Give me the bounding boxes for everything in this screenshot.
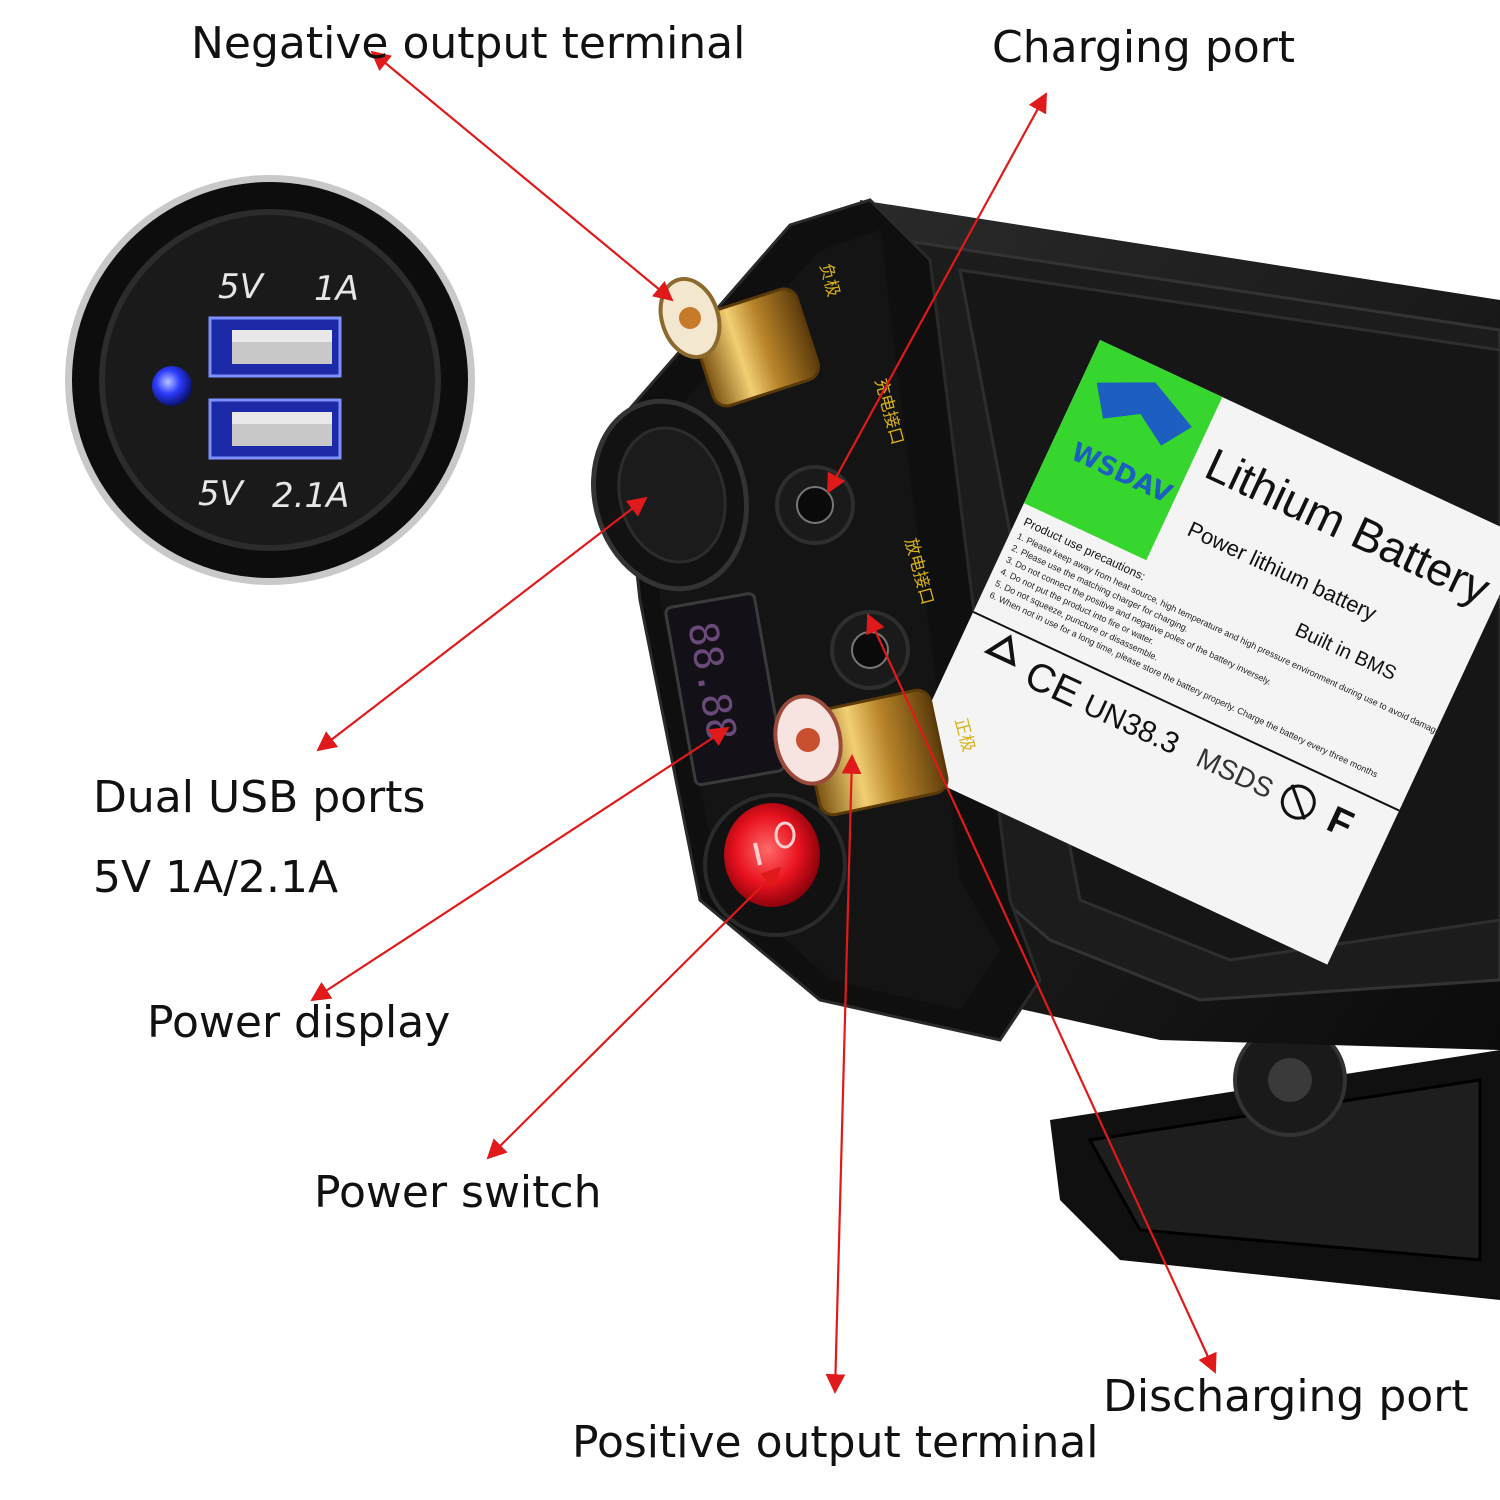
usb-top-current: 1A bbox=[314, 269, 359, 309]
arrow-power-display bbox=[310, 726, 730, 1002]
bin-icon bbox=[1280, 784, 1316, 820]
charging-port bbox=[775, 465, 855, 545]
usb-port-icon bbox=[208, 398, 342, 460]
arrow-power-switch bbox=[486, 866, 782, 1160]
callout-dual-usb-title: Dual USB ports bbox=[93, 772, 426, 823]
arrow-positive-terminal bbox=[825, 754, 862, 1394]
negative-terminal bbox=[658, 276, 820, 408]
callout-charging-port: Charging port bbox=[992, 22, 1296, 73]
callout-negative-terminal: Negative output terminal bbox=[191, 18, 746, 69]
callout-discharging-port: Discharging port bbox=[1103, 1371, 1469, 1422]
brand-logo-block bbox=[1023, 340, 1223, 561]
usb-bottom-current: 2.1A bbox=[272, 476, 349, 516]
callout-power-display: Power display bbox=[147, 997, 451, 1048]
callout-positive-terminal: Positive output terminal bbox=[572, 1417, 1099, 1468]
arrow-dual-usb bbox=[316, 496, 648, 752]
arrow-charging-port bbox=[827, 92, 1047, 494]
leader-arrows bbox=[310, 50, 1217, 1394]
power-display: 88.88 bbox=[664, 592, 786, 787]
usb-top-voltage: 5V bbox=[218, 267, 266, 307]
arrow-discharging-port bbox=[866, 613, 1217, 1374]
callout-power-switch: Power switch bbox=[314, 1167, 602, 1218]
usb-zoom-inset: 5V 1A 5V 2.1A bbox=[65, 175, 475, 585]
led-indicator-icon bbox=[152, 366, 192, 406]
usb-bottom-voltage: 5V bbox=[198, 474, 246, 514]
callout-dual-usb-spec: 5V 1A/2.1A bbox=[93, 852, 339, 903]
usb-port-icon bbox=[208, 316, 342, 378]
rocker-switch-icon bbox=[703, 793, 847, 937]
arrow-negative-terminal bbox=[370, 50, 674, 302]
